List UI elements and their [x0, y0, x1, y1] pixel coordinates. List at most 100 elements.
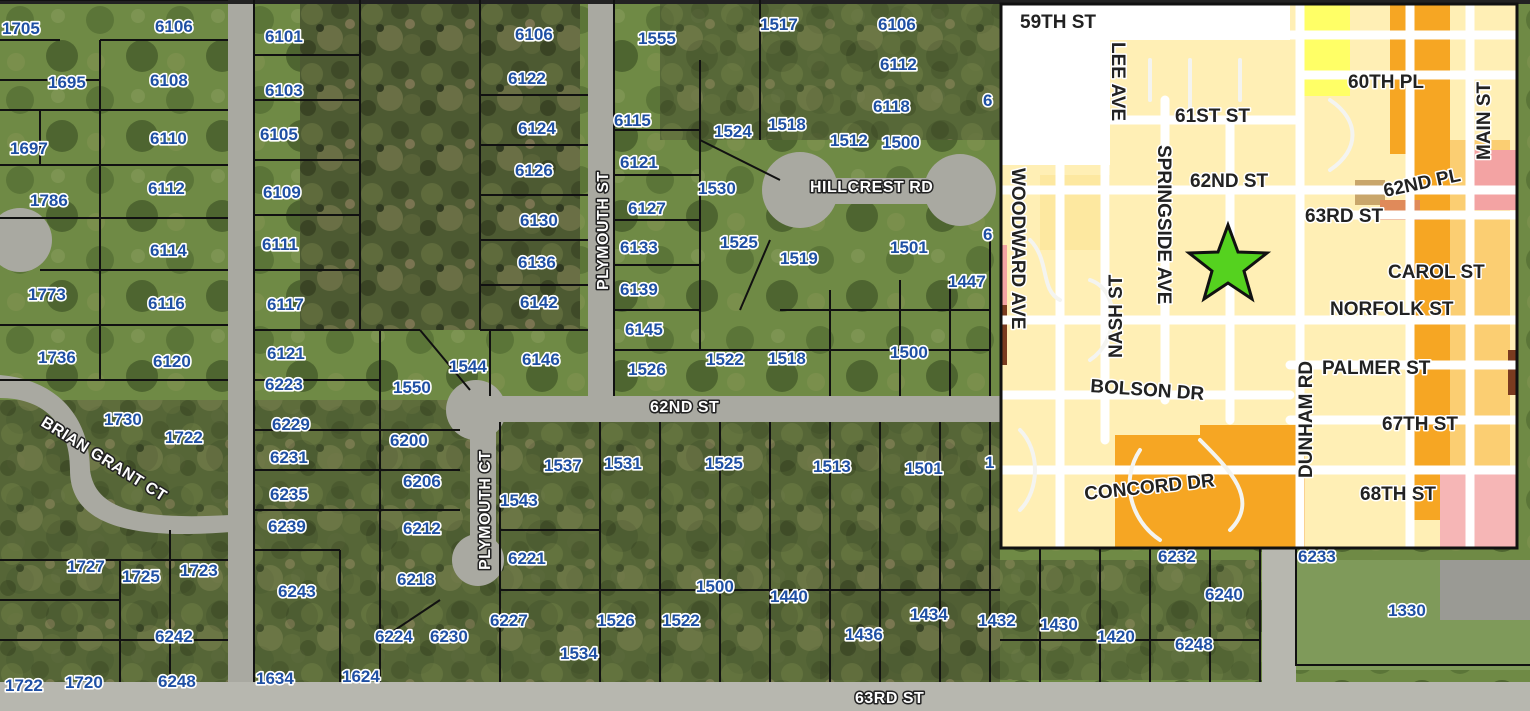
address-label: 6114 — [150, 241, 187, 260]
address-label: 6218 — [397, 570, 435, 589]
address-label: 6200 — [390, 431, 428, 450]
address-label: 1447 — [948, 272, 986, 291]
address-label: 6248 — [158, 672, 196, 691]
inset-label-lee-ave: LEE AVE — [1107, 42, 1128, 121]
address-label: 6 — [983, 225, 992, 244]
address-label: 1522 — [662, 611, 700, 630]
address-label: 6139 — [620, 280, 658, 299]
address-label: 1722 — [5, 676, 43, 695]
address-label: 6127 — [628, 199, 666, 218]
address-label: 6112 — [148, 179, 185, 198]
address-label: 1500 — [882, 133, 920, 152]
address-label: 1725 — [122, 567, 160, 586]
address-label: 6110 — [150, 129, 187, 148]
address-label: 1634 — [256, 669, 294, 688]
address-label: 6146 — [522, 350, 560, 369]
inset-label-woodward-ave: WOODWARD AVE — [1007, 168, 1028, 330]
address-label: 6 — [983, 91, 992, 110]
address-label: 6224 — [375, 627, 413, 646]
address-label: 1500 — [890, 343, 928, 362]
address-label: 1525 — [705, 454, 743, 473]
address-label: 6230 — [430, 627, 468, 646]
address-label: 1522 — [706, 350, 744, 369]
address-label: 1697 — [10, 139, 48, 158]
address-label: 1525 — [720, 233, 758, 252]
street-label-62nd-st: 62ND ST — [650, 399, 719, 416]
address-label: 6240 — [1205, 585, 1243, 604]
address-label: 6231 — [270, 448, 308, 467]
address-label: 6235 — [270, 485, 308, 504]
address-label: 1420 — [1097, 627, 1135, 646]
address-label: 6109 — [263, 183, 301, 202]
inset-label-palmer-st: PALMER ST — [1322, 358, 1431, 379]
address-label: 1518 — [768, 349, 806, 368]
address-label: 6121 — [267, 344, 305, 363]
address-label: 6120 — [153, 352, 191, 371]
address-label: 6106 — [878, 15, 916, 34]
address-label: 1330 — [1388, 601, 1426, 620]
address-label: 1434 — [910, 605, 948, 624]
parcel-boundaries — [0, 0, 1530, 682]
address-label: 6101 — [265, 27, 303, 46]
address-label: 1518 — [768, 115, 806, 134]
address-label: 1534 — [560, 644, 598, 663]
address-label: 1501 — [905, 459, 943, 478]
address-label: 1705 — [2, 19, 40, 38]
address-label: 6111 — [262, 235, 298, 254]
address-label: 6124 — [518, 119, 556, 138]
address-label: 1530 — [698, 179, 736, 198]
inset-label-68th-st: 68TH ST — [1360, 484, 1436, 505]
address-label: 1555 — [638, 29, 676, 48]
address-label: 6248 — [1175, 635, 1213, 654]
address-label: 6223 — [265, 375, 303, 394]
street-label-plymouth-st: PLYMOUTH ST — [595, 171, 612, 290]
address-label: 1786 — [30, 191, 68, 210]
address-label: 1500 — [696, 577, 734, 596]
address-label: 1537 — [544, 456, 582, 475]
zoning-inset-map: 59TH ST LEE AVE 61ST ST 60TH PL MAIN ST … — [999, 2, 1519, 550]
address-label: 6106 — [155, 17, 193, 36]
address-label: 1531 — [604, 454, 642, 473]
address-label: 6112 — [880, 55, 917, 74]
address-label: 6106 — [515, 25, 553, 44]
address-label: 1723 — [180, 561, 218, 580]
inset-label-norfolk-st: NORFOLK ST — [1330, 299, 1454, 320]
address-label: 1727 — [67, 557, 105, 576]
address-label: 1432 — [978, 611, 1016, 630]
inset-label-dunham-rd: DUNHAM RD — [1296, 361, 1317, 478]
address-label: 1517 — [760, 15, 798, 34]
address-label: 6232 — [1158, 547, 1196, 566]
address-label: 1430 — [1040, 615, 1078, 634]
address-label: 6133 — [620, 238, 658, 257]
street-label-63rd-st: 63RD ST — [855, 690, 924, 707]
inset-label-60th-pl: 60TH PL — [1348, 72, 1424, 93]
address-label: 6243 — [278, 582, 316, 601]
address-label: 1513 — [813, 457, 851, 476]
address-label: 6118 — [873, 97, 910, 116]
address-label: 1524 — [714, 122, 752, 141]
address-label: 1436 — [845, 625, 883, 644]
address-label: 6227 — [490, 611, 528, 630]
address-label: 6206 — [403, 472, 441, 491]
inset-label-67th-st: 67TH ST — [1382, 414, 1458, 435]
inset-label-carol-st: CAROL ST — [1388, 262, 1485, 283]
site-location-star-icon — [1184, 220, 1272, 303]
address-label: 6130 — [520, 211, 558, 230]
address-label: 6142 — [520, 293, 558, 312]
address-label: 1550 — [393, 378, 431, 397]
address-label: 1526 — [628, 360, 666, 379]
street-label-hillcrest-rd: HILLCREST RD — [810, 179, 933, 196]
address-label: 1519 — [780, 249, 818, 268]
street-label-plymouth-ct: PLYMOUTH CT — [477, 450, 494, 570]
address-label: 6116 — [148, 294, 185, 313]
inset-label-62nd-st: 62ND ST — [1190, 171, 1269, 192]
address-label: 6145 — [625, 320, 663, 339]
address-label: 1 — [985, 453, 994, 472]
address-label: 6221 — [508, 549, 546, 568]
address-label: 6126 — [515, 161, 553, 180]
address-label: 6103 — [265, 81, 303, 100]
address-label: 6242 — [155, 627, 193, 646]
address-label: 6117 — [267, 295, 304, 314]
